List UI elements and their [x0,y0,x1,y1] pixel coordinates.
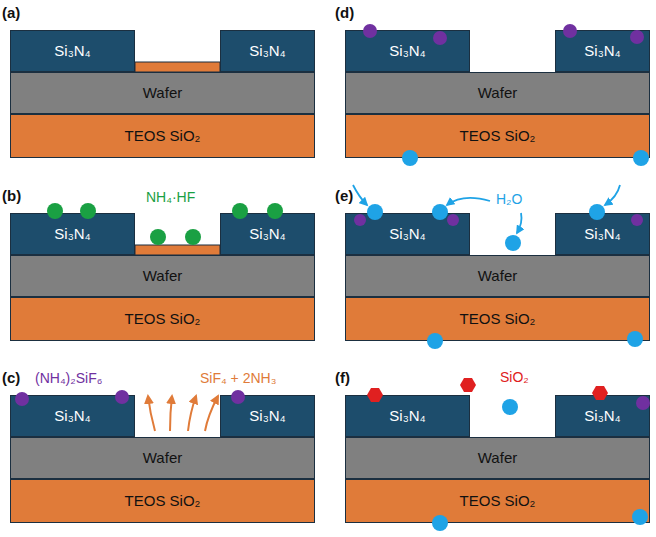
layer-label: Wafer [478,268,517,285]
layer-label: TEOS SiO₂ [460,311,536,328]
nitride-block: Si₃N₄ [10,30,135,72]
layer-label: Si₃N₄ [249,226,285,243]
wafer-layer: Wafer [345,437,650,479]
layer-label: TEOS SiO₂ [125,128,201,145]
layer-label: Si₃N₄ [584,226,620,243]
nitride-block: Si₃N₄ [220,30,315,72]
layer-label: TEOS SiO₂ [460,493,536,510]
layer-label: Si₃N₄ [54,43,90,60]
oxide-layer: TEOS SiO₂ [10,297,315,341]
nitride-block: Si₃N₄ [220,213,315,255]
oxide-layer: TEOS SiO₂ [10,114,315,158]
wafer-layer: Wafer [10,72,315,114]
layer-label: TEOS SiO₂ [460,128,536,145]
wafer-layer: Wafer [10,437,315,479]
layer-label: Si₃N₄ [249,43,285,60]
layer-label: TEOS SiO₂ [125,493,201,510]
layer-label: Wafer [478,85,517,102]
oxide-layer: TEOS SiO₂ [10,479,315,523]
panel-letter: (d) [335,4,354,22]
oxide-layer: TEOS SiO₂ [345,297,650,341]
layer-label: Wafer [143,85,182,102]
panel-letter: (a) [2,4,20,22]
layer-label: Si₃N₄ [389,226,425,243]
nitride-block: Si₃N₄ [345,395,470,437]
species-label: NH₄·HF [146,189,195,206]
layer-label: TEOS SiO₂ [125,311,201,328]
species-label: (NH₄)₂SiF₆ [35,370,102,387]
panel-letter: (f) [335,369,350,387]
oxide-layer: TEOS SiO₂ [345,479,650,523]
panel-letter: (b) [2,187,21,205]
wafer-layer: Wafer [10,255,315,297]
layer-label: Si₃N₄ [389,408,425,425]
layer-label: Si₃N₄ [249,408,285,425]
wafer-layer: Wafer [345,72,650,114]
panel-letter: (e) [335,187,353,205]
layer-label: Si₃N₄ [54,408,90,425]
layer-label: Wafer [143,268,182,285]
species-label: SiF₄ + 2NH₃ [200,370,276,387]
oxide-layer: TEOS SiO₂ [345,114,650,158]
layer-label: Wafer [143,450,182,467]
layer-label: Wafer [478,450,517,467]
nitride-block: Si₃N₄ [10,213,135,255]
layer-label: Si₃N₄ [584,43,620,60]
wafer-layer: Wafer [345,255,650,297]
species-label: H₂O [496,191,522,208]
panel-letter: (c) [2,369,20,387]
layer-label: Si₃N₄ [54,226,90,243]
layer-label: Si₃N₄ [389,43,425,60]
layer-label: Si₃N₄ [584,408,620,425]
species-label: SiO₂ [500,369,529,386]
nitride-block: Si₃N₄ [345,30,470,72]
nitride-block: Si₃N₄ [10,395,135,437]
nitride-block: Si₃N₄ [555,395,650,437]
